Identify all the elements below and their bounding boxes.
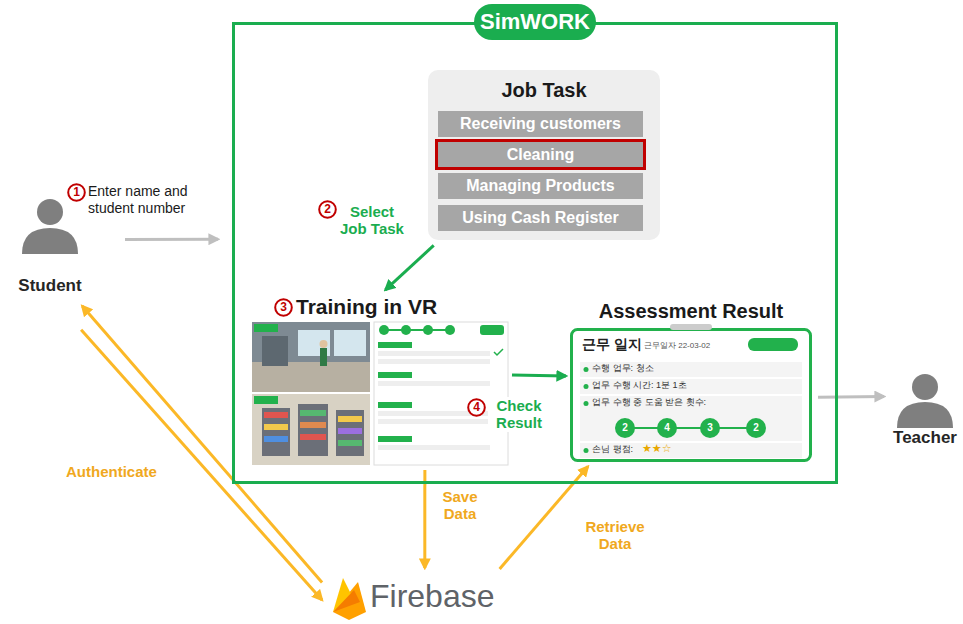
edge-label: Save Data (436, 488, 484, 523)
card-date: 근무일자 22-03-02 (644, 341, 710, 351)
count-number: 4 (657, 422, 677, 434)
node-text: Using Cash Register (438, 205, 643, 231)
connector-arrow (82, 306, 322, 582)
node-text: Cleaning (438, 142, 643, 167)
node-text: Managing Products (438, 173, 643, 199)
step-note: Check Result (488, 397, 550, 432)
task-item: Receiving customers (438, 111, 643, 137)
callout-number: 2 (318, 200, 337, 219)
node-text: Teacher (890, 428, 960, 448)
node-text: 3 (274, 298, 293, 317)
edge-label: Retrieve Data (580, 518, 650, 553)
step-note: Enter name and student number (88, 183, 206, 217)
callout-number: 1 (67, 183, 86, 202)
connector-arrow (423, 470, 426, 568)
rating-stars: ★★☆ (642, 442, 672, 455)
card-row: 수행 업무: 청소 (592, 363, 654, 374)
node-text: Firebase (370, 577, 495, 615)
node-text: Assessment Result (570, 299, 812, 323)
result-card (572, 324, 811, 461)
person-icon (22, 199, 78, 254)
card-title: 근무 일지 (582, 336, 642, 353)
node-text: 1 (67, 183, 86, 202)
vr-screenshot (252, 322, 508, 465)
connector-arrow (512, 375, 566, 376)
node-text: 2 (318, 200, 337, 219)
node-text: Receiving customers (438, 111, 643, 137)
count-number: 2 (615, 422, 635, 434)
connector-arrow (818, 395, 884, 399)
count-number: 3 (700, 422, 720, 434)
database-node: Firebase (326, 572, 516, 622)
node-text: Student (5, 276, 95, 296)
selected-task-item: Cleaning (435, 139, 646, 170)
training-view: Training in VR (252, 294, 510, 466)
edge-label: Authenticate (66, 463, 157, 481)
card-row: 업무 수행 중 도움 받은 횟수: (592, 397, 706, 408)
task-panel: Receiving customersCleaningManaging Prod… (428, 70, 660, 240)
actor-node: Student (5, 196, 95, 300)
node-text: Training in VR (296, 294, 437, 319)
node-text: 4 (467, 398, 486, 417)
count-number: 2 (746, 422, 766, 434)
task-item: Managing Products (438, 173, 643, 199)
card-row: 손님 평점: (592, 444, 633, 455)
callout-number: 4 (467, 398, 486, 417)
connector-arrow (125, 238, 218, 241)
firebase-logo (333, 578, 366, 620)
actor-node: Teacher (890, 370, 960, 450)
card-row: 업무 수행 시간: 1분 1초 (592, 380, 687, 391)
node-text: Job Task (428, 78, 660, 102)
person-icon (897, 374, 953, 428)
connector-arrow (385, 245, 433, 290)
step-note: Select Job Task (337, 203, 407, 238)
task-item: Using Cash Register (438, 205, 643, 231)
callout-number: 3 (274, 298, 293, 317)
title-pill: SimWORK (474, 4, 596, 40)
